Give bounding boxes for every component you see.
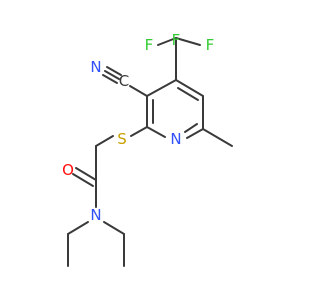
bond-sulfur-to-ch2 xyxy=(95,135,114,147)
bond-amide-n-to-right-ethyl xyxy=(103,221,125,235)
bond-ring-c4-c5-inner xyxy=(177,87,199,101)
bond-ring-c3-c4 xyxy=(146,79,177,97)
amide-nitrogen-atom-label: N xyxy=(90,206,101,224)
atom-label-layer: F F F N C S N O N xyxy=(62,31,214,224)
bond-methyl xyxy=(202,128,233,147)
bond-ring-n1-c2 xyxy=(146,126,166,138)
bond-carbonyl-double-2 xyxy=(72,173,94,187)
sulfur-atom-label: S xyxy=(117,130,127,148)
bond-ring-c4-c5 xyxy=(175,79,204,97)
bond-ring-to-nitrile-carbon xyxy=(129,85,148,97)
bond-ring-to-sulfur xyxy=(130,126,148,137)
molecule-structure-diagram: F F F N C S N O N xyxy=(62,31,233,267)
bond-cf3-carbon-f-top-right xyxy=(175,37,201,46)
nitrile-nitrogen-atom-label: N xyxy=(90,58,101,76)
pyridine-nitrogen-atom-label: N xyxy=(170,130,181,148)
bond-nitrile-triple-1 xyxy=(104,70,120,80)
bond-carbonyl-double-1 xyxy=(75,167,97,181)
fluorine-atom-label: F xyxy=(206,36,215,54)
bond-ring-c6-n1 xyxy=(186,128,204,139)
carbonyl-oxygen-atom-label: O xyxy=(62,161,74,179)
bond-cf3-carbon-f-top-left xyxy=(157,37,177,46)
bond-nitrile-triple-3 xyxy=(102,74,118,84)
fluorine-atom-label: F xyxy=(145,36,154,54)
bond-nitrile-triple-2 xyxy=(106,66,122,76)
nitrile-carbon-atom-label: C xyxy=(119,72,129,90)
bond-amide-n-to-left-ethyl xyxy=(67,221,89,235)
fluorine-atom-label: F xyxy=(172,31,181,49)
bond-layer xyxy=(67,37,233,267)
bond-ring-c6-n1-inner xyxy=(184,123,198,133)
